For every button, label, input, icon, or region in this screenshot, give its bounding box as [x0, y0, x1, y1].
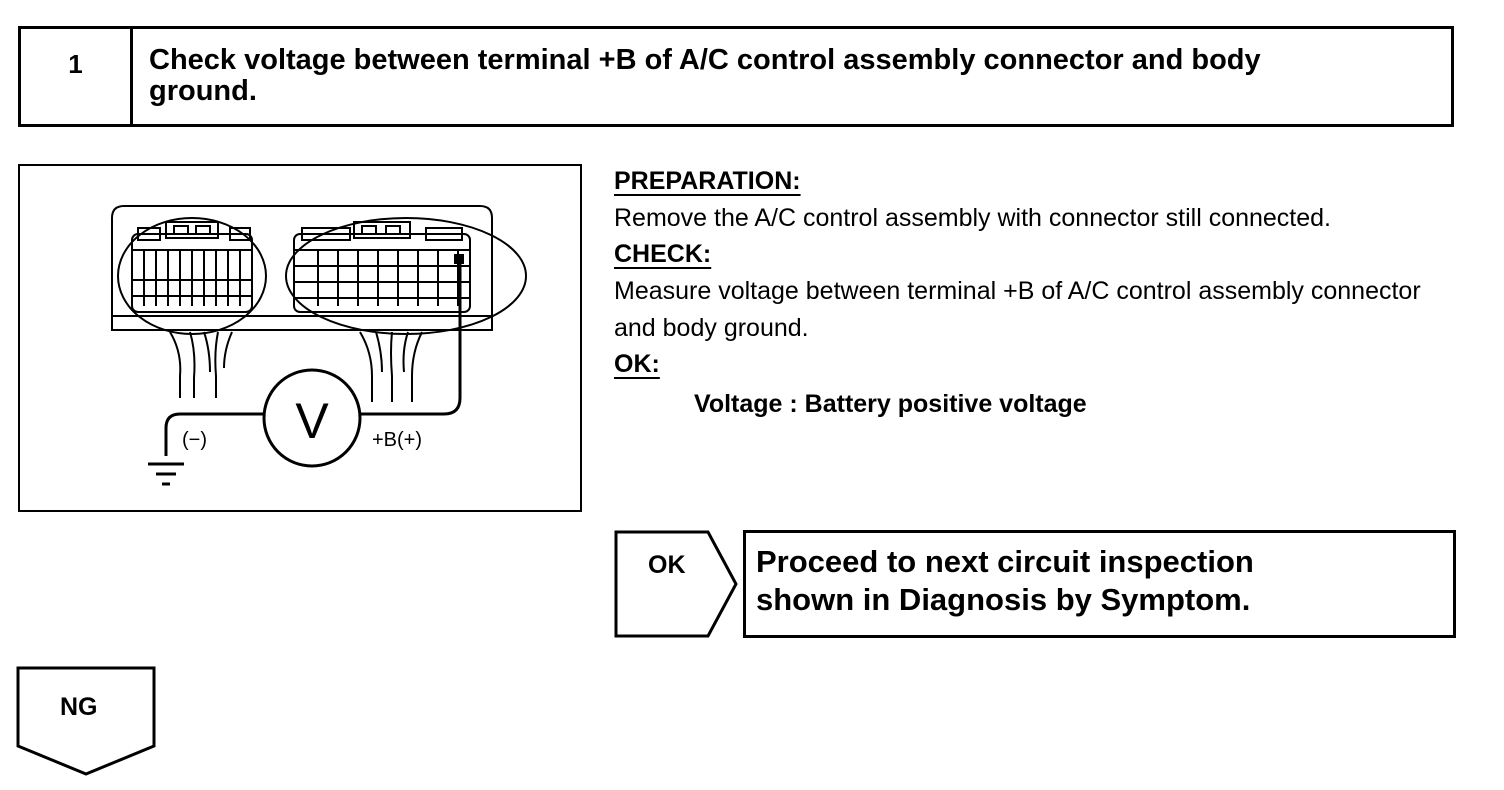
- connector-illustration: V (−) +B(+): [111, 205, 527, 486]
- ok-result-box: Proceed to next circuit inspection shown…: [743, 530, 1456, 638]
- ok-result-line-1: Proceed to next circuit inspection: [756, 544, 1254, 579]
- positive-label: +B(+): [372, 429, 422, 451]
- step-title-line-1: Check voltage between terminal +B of A/C…: [149, 44, 1261, 76]
- negative-lead: [164, 412, 264, 456]
- step-title: Check voltage between terminal +B of A/C…: [149, 45, 1439, 107]
- ng-label: NG: [60, 693, 98, 721]
- ok-arrow-icon: [614, 530, 738, 638]
- negative-label: (−): [182, 429, 207, 451]
- step-number: 1: [21, 29, 133, 124]
- connector-icon: [117, 217, 267, 335]
- voltmeter-icon: V: [262, 368, 362, 468]
- positive-lead: [360, 260, 462, 416]
- preparation-heading: PREPARATION:: [614, 167, 801, 195]
- check-heading: CHECK:: [614, 240, 712, 268]
- instructions-panel: PREPARATION: Remove the A/C control asse…: [614, 166, 1456, 419]
- ng-arrow-icon: [16, 666, 156, 776]
- connector-icon: [285, 217, 527, 335]
- ground-icon: [148, 462, 184, 486]
- preparation-text: Remove the A/C control assembly with con…: [614, 204, 1332, 232]
- step-title-line-2: ground.: [149, 75, 257, 107]
- voltmeter-symbol: V: [295, 393, 329, 449]
- check-text: Measure voltage between terminal +B of A…: [614, 277, 1421, 342]
- ok-label: OK: [648, 551, 686, 579]
- ok-result-text: Proceed to next circuit inspection shown…: [756, 543, 1254, 619]
- ok-heading: OK:: [614, 350, 660, 378]
- ok-result-line-2: shown in Diagnosis by Symptom.: [756, 582, 1251, 617]
- connector-diagram: V (−) +B(+): [18, 164, 582, 512]
- ok-spec: Voltage : Battery positive voltage: [694, 390, 1087, 418]
- step-header: 1 Check voltage between terminal +B of A…: [18, 26, 1454, 127]
- connector-housing: [111, 205, 493, 331]
